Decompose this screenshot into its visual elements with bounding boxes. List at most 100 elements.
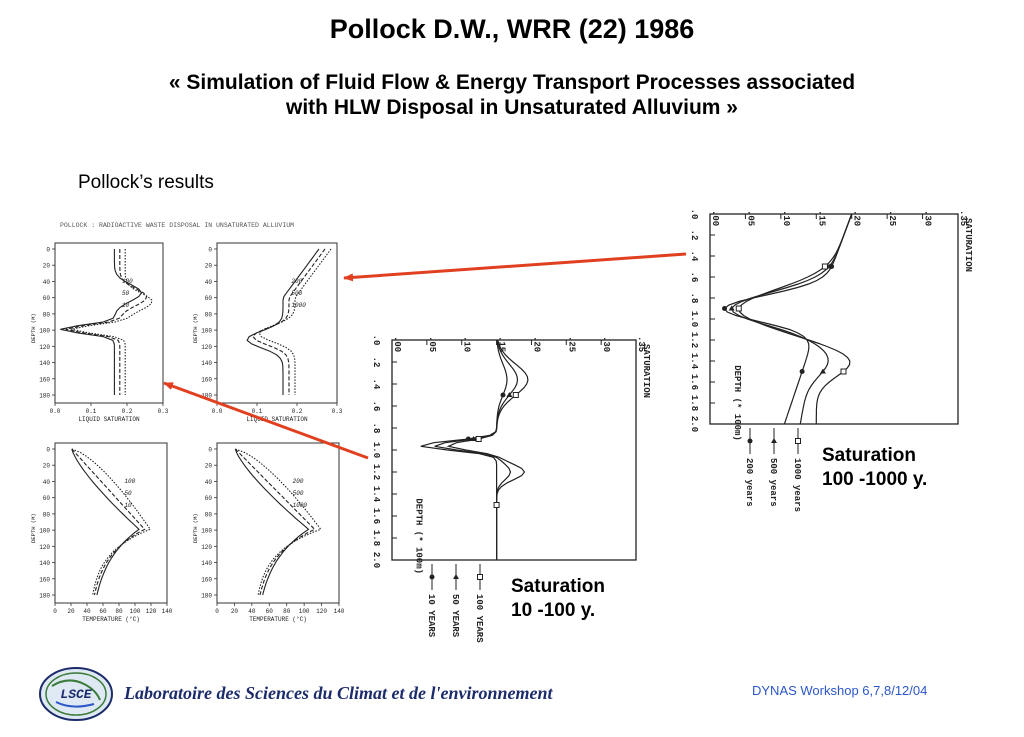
sat-tick-label: .00 [710,210,720,226]
saturation-curve [738,213,853,424]
arrow-to-upper-right-panel [343,252,687,282]
slide-subtitle: « Simulation of Fluid Flow & Energy Tran… [0,70,1024,120]
scan-curve [71,249,153,395]
scan-curve [235,448,322,596]
depth-tick-label: .4 [689,251,699,262]
plot-mid-group: .00.05.10.15.20.25.30.35.0.2.4.6.81.01.2… [371,335,651,644]
depth-tick-label: 140 [39,560,50,567]
depth-tick-label: .6 [371,401,381,412]
x-tick-label: 120 [316,608,327,615]
depth-tick-label: 100 [39,328,50,335]
curve-label: 500 [291,290,302,297]
depth-axis-label: DEPTH (M) [30,313,37,343]
scan-curve [65,249,148,395]
curve-marker [819,368,826,374]
depth-tick-label: 0 [46,447,50,454]
depth-tick-label: 60 [43,495,51,502]
legend-marker [771,438,777,443]
x-tick-label: 0 [53,608,57,615]
sat-tick-label: .30 [601,336,611,352]
depth-tick-label: 60 [205,295,213,302]
x-tick-label: 100 [130,608,141,615]
depth-tick-label: 180 [39,593,50,600]
sat-tick-label: .35 [958,210,968,226]
panel-frame [54,442,168,604]
depth-axis-label: DEPTH (M) [30,513,37,543]
scan-curve [71,448,140,596]
scan-header: POLLOCK : RADIOACTIVE WASTE DISPOSAL IN … [60,222,294,229]
depth-tick-label: 40 [43,479,51,486]
scanned-figure: POLLOCK : RADIOACTIVE WASTE DISPOSAL IN … [30,222,345,623]
depth-tick-label: 2.0 [689,416,699,432]
depth-tick-label: 120 [39,544,50,551]
slide-title: Pollock D.W., WRR (22) 1986 [329,14,695,44]
depth-tick-label: 100 [201,328,212,335]
plot-right-group: .00.05.10.15.20.25.30.35.0.2.4.6.81.01.2… [689,209,973,512]
depth-tick-label: 2.0 [371,552,381,568]
depth-tick-label: 60 [43,295,51,302]
legend-marker [795,438,801,444]
depth-tick-label: 1.6 [689,374,699,390]
depth-tick-label: 160 [39,376,50,383]
caption-mid-line-1: Saturation [511,576,605,597]
scan-curve [234,448,310,596]
sat-tick-label: .00 [392,336,402,352]
depth-tick-label: 20 [205,463,213,470]
x-tick-label: 60 [266,608,274,615]
curve-marker [799,369,805,374]
x-tick-label: 80 [283,608,291,615]
scan-curve [71,448,152,596]
depth-tick-label: .2 [689,230,699,241]
caption-saturation-100-1000: Saturation 100 -1000 y. [822,444,927,492]
curve-marker [840,368,847,375]
depth-tick-label: 0 [46,247,50,254]
depth-tick-label: .8 [371,423,381,434]
curve-marker [512,392,519,398]
depth-tick-label: 180 [39,393,50,400]
caption-right-line-2: 100 -1000 y. [822,469,928,490]
sat-tick-label: .20 [531,336,541,352]
depth-tick-label: 40 [43,279,51,286]
sat-tick-label: .20 [852,210,862,226]
curve-marker [506,392,513,397]
x-tick-label: 0.1 [252,408,263,415]
depth-tick-label: 1.8 [371,530,381,546]
scan-curve [71,448,146,596]
scan-curve [60,249,143,395]
depth-tick-label: 80 [205,511,213,518]
logo-text: LSCE [60,687,92,702]
subtitle-line-1: « Simulation of Fluid Flow & Energy Tran… [168,71,856,94]
sat-tick-label: .10 [462,336,472,352]
depth-tick-label: 160 [201,376,212,383]
depth-tick-label: .2 [371,357,381,368]
sat-tick-label: .05 [745,210,755,226]
lsce-logo-icon: LSCE [39,667,113,721]
legend-label: 500 years [768,458,778,507]
depth-tick-label: 40 [205,479,213,486]
sat-tick-label: .15 [816,210,826,226]
sat-tick-label: .05 [427,336,437,352]
curve-label: 1000 [291,302,306,309]
curve-marker [500,392,506,398]
x-tick-label: 0.0 [212,408,223,415]
depth-tick-label: .0 [371,335,381,346]
x-tick-label: 0 [215,608,219,615]
depth-tick-label: 1.0 [689,311,699,327]
curve-label: 100 [124,478,135,485]
depth-tick-label: 80 [205,311,213,318]
curve-label: 10 [122,302,130,309]
depth-tick-label: 80 [43,511,51,518]
depth-axis-label: DEPTH (M) [192,513,199,543]
curve-label: 200 [291,278,302,285]
curve-label: 100 [122,278,133,285]
depth-tick-label: 1.0 [371,442,381,458]
x-tick-label: 140 [162,608,173,615]
depth-tick-label: 0 [208,447,212,454]
x-tick-label: 140 [334,608,345,615]
plot-axis-title: SATURATION [963,218,973,272]
sat-tick-label: .25 [566,336,576,352]
depth-tick-label: 20 [43,263,51,270]
depth-axis-label: DEPTH (M) [192,313,199,343]
sat-tick-label: .25 [887,210,897,226]
